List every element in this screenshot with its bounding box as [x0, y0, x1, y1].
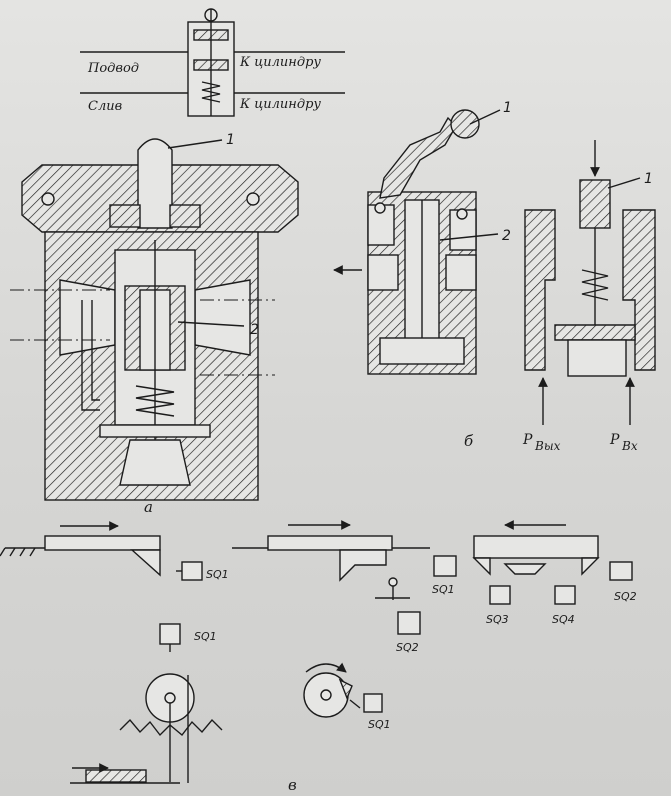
switch-label-4: SQ3	[486, 613, 509, 626]
caption-a: а	[144, 498, 153, 516]
p-out-sub: Вых	[534, 439, 561, 453]
caption-v: в	[288, 776, 297, 794]
callout-2-b: 2	[502, 228, 511, 244]
p-out-label: Р	[522, 432, 533, 448]
limit-switch-schemes: SQ1 SQ2 SQ1 SQ3 SQ4 SQ2 SQ1	[0, 520, 637, 794]
switch-label-1: SQ1	[206, 568, 229, 581]
callout-1-c: 1	[644, 171, 653, 187]
switch-label-8: SQ1	[368, 718, 391, 731]
callout-1-b: 1	[503, 100, 512, 116]
drain-label: Слив	[88, 99, 122, 114]
switch-label-2: SQ2	[396, 641, 419, 654]
to-cylinder-label-2: К цилиндру	[239, 97, 321, 112]
view-a-section: 1 2 а	[10, 132, 299, 516]
switch-label-6: SQ2	[614, 590, 637, 603]
p-in-label: Р	[609, 432, 620, 448]
callout-2-a: 2	[250, 322, 259, 338]
switch-label-7: SQ1	[194, 630, 217, 643]
supply-label: Подвод	[87, 61, 139, 76]
switch-label-3: SQ1	[432, 583, 455, 596]
valve-symbol: Подвод Слив К цилиндру К цилиндру	[80, 8, 345, 117]
caption-b: б	[464, 432, 474, 450]
p-in-sub: Вх	[621, 439, 638, 453]
view-b-section: 1 2 б	[333, 100, 512, 450]
view-c-section: 1 Р Вых Р Вх	[522, 140, 656, 453]
switch-label-5: SQ4	[552, 613, 575, 626]
callout-1-a: 1	[226, 132, 235, 148]
to-cylinder-label-1: К цилиндру	[239, 55, 321, 70]
